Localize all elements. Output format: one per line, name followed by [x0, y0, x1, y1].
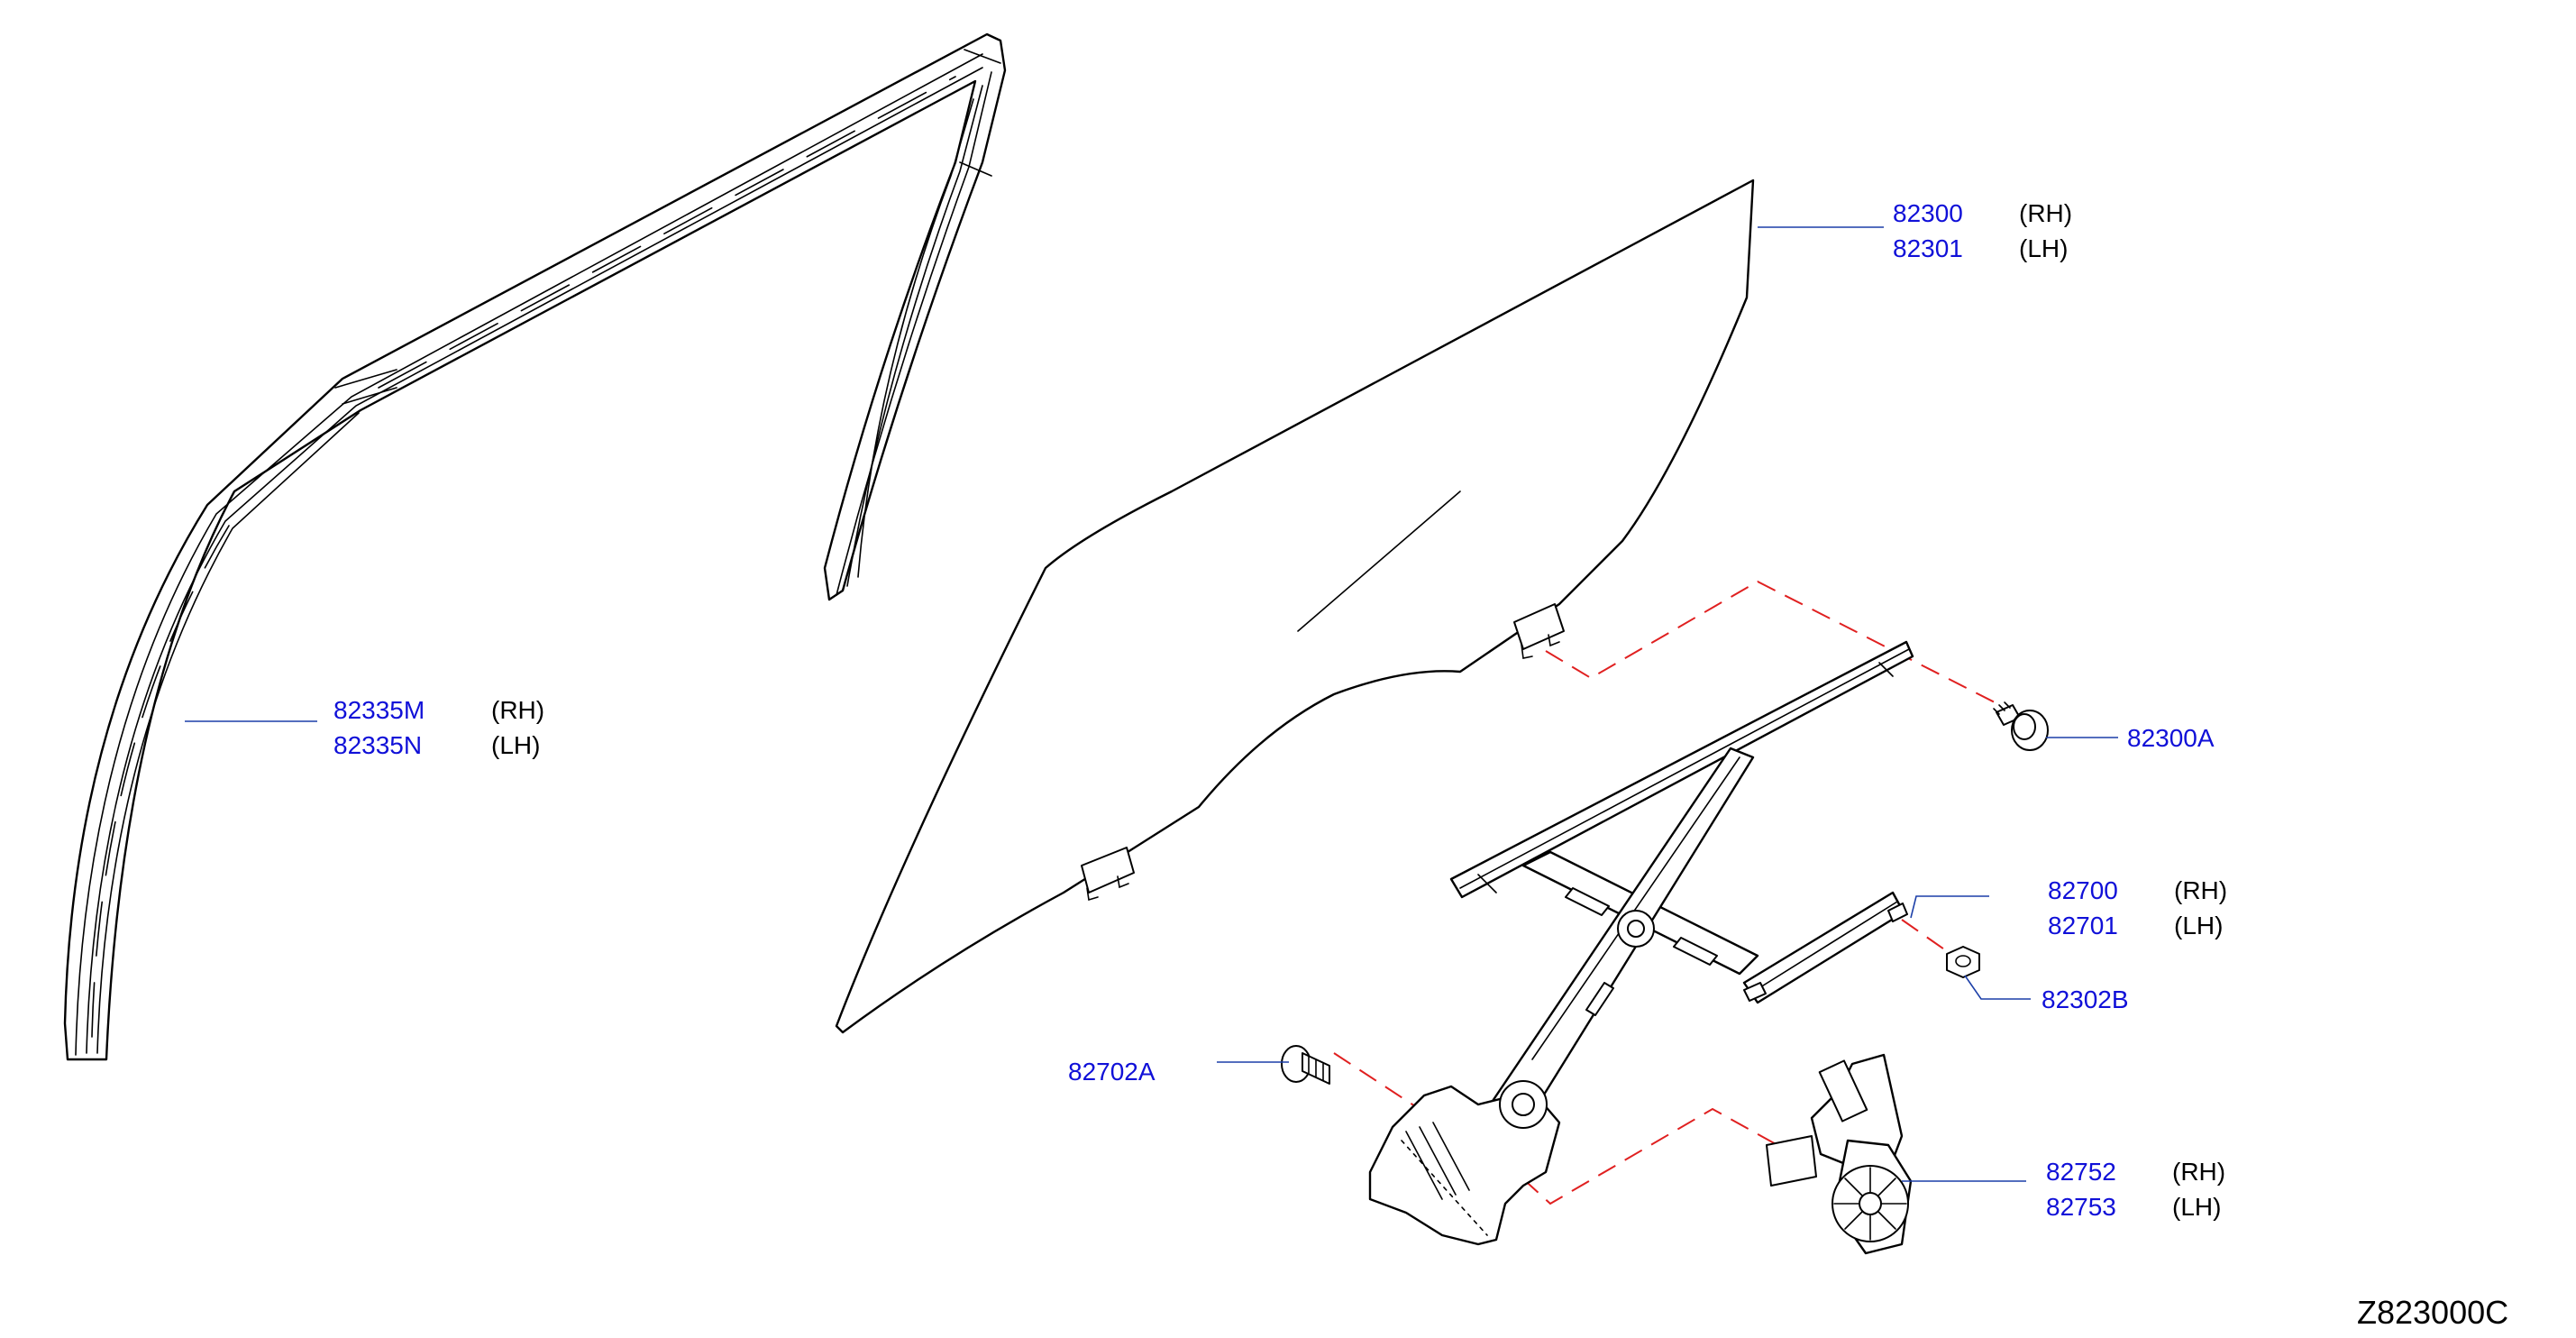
side-label-rh: (RH) — [2019, 199, 2072, 227]
callout-run-channel: 82335M (RH) 82335N (LH) — [333, 696, 544, 759]
callout-door-glass: 82300 (RH) 82301 (LH) — [1893, 199, 2072, 262]
side-label-lh: (LH) — [2172, 1193, 2221, 1221]
part-number-lh[interactable]: 82335N — [333, 731, 422, 759]
side-label-lh: (LH) — [491, 731, 540, 759]
diagram-code: Z823000C — [2357, 1294, 2508, 1331]
side-label-lh: (LH) — [2019, 234, 2068, 262]
part-number-lh[interactable]: 82301 — [1893, 234, 1963, 262]
regulator-drawing[interactable] — [1368, 640, 1914, 1246]
callout-nut: 82302B — [2042, 985, 2129, 1013]
part-number-lh[interactable]: 82753 — [2046, 1193, 2116, 1221]
motor-drawing[interactable] — [1766, 1053, 1913, 1255]
part-number-rh[interactable]: 82335M — [333, 696, 425, 724]
part-number-rh[interactable]: 82700 — [2048, 876, 2118, 904]
callout-glass-bolt: 82300A — [2127, 724, 2215, 752]
side-label-lh: (LH) — [2174, 912, 2223, 939]
callout-regulator-bolt: 82702A — [1068, 1058, 1156, 1086]
nut-drawing[interactable] — [1946, 946, 1980, 978]
leader-lines — [185, 226, 2118, 1182]
glass-bolt-drawing[interactable] — [1993, 701, 2049, 751]
regulator-bolt-drawing[interactable] — [1281, 1045, 1330, 1085]
side-label-rh: (RH) — [2172, 1158, 2225, 1186]
side-label-rh: (RH) — [2174, 876, 2227, 904]
side-label-rh: (RH) — [491, 696, 544, 724]
callout-motor: 82752 (RH) 82753 (LH) — [2046, 1158, 2225, 1221]
part-number[interactable]: 82300A — [2127, 724, 2215, 752]
part-number-rh[interactable]: 82752 — [2046, 1158, 2116, 1186]
part-number[interactable]: 82302B — [2042, 985, 2129, 1013]
part-number-lh[interactable]: 82701 — [2048, 912, 2118, 939]
run-channel-drawing[interactable] — [63, 32, 1007, 1061]
callout-regulator: 82700 (RH) 82701 (LH) — [2048, 876, 2227, 939]
part-number-rh[interactable]: 82300 — [1893, 199, 1963, 227]
door-glass-drawing[interactable] — [835, 179, 1755, 1034]
part-number[interactable]: 82702A — [1068, 1058, 1156, 1086]
